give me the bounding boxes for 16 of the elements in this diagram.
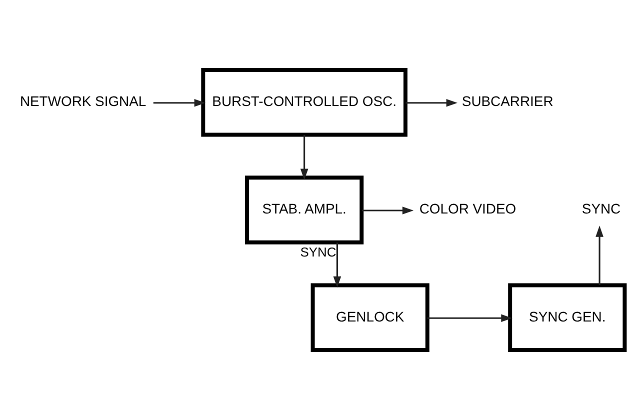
node-text: NETWORK SIGNAL <box>20 92 146 109</box>
node-box: GENLOCK <box>310 282 430 352</box>
node-box: STAB. AMPL. <box>245 175 364 244</box>
node-text: SUBCARRIER <box>462 92 554 109</box>
arrow <box>153 98 206 106</box>
arrow <box>427 314 512 322</box>
edge-label: SYNC <box>300 244 336 259</box>
arrow <box>362 206 414 214</box>
node-text: COLOR VIDEO <box>419 200 516 216</box>
node-box: SYNC GEN. <box>508 282 627 352</box>
arrow <box>333 242 342 288</box>
arrow <box>596 225 604 285</box>
arrow <box>300 134 308 180</box>
node-text: SYNC <box>582 200 621 216</box>
node-box: BURST-CONTROLLED OSC. <box>201 68 408 136</box>
arrow <box>406 98 458 106</box>
